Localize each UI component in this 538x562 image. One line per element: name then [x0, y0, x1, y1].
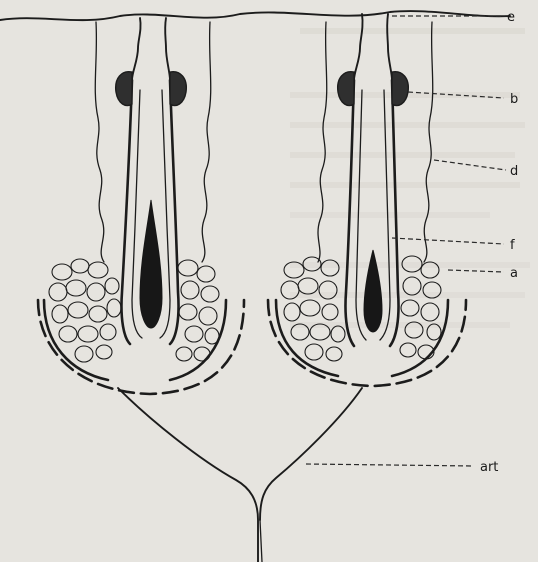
label-d: d	[510, 164, 518, 179]
artery-branches	[118, 388, 362, 562]
label-f: f	[510, 238, 515, 253]
right-follicle	[268, 14, 466, 386]
left-follicle	[38, 18, 244, 394]
right-bulb-cells	[281, 256, 441, 361]
label-e: e	[507, 10, 515, 25]
label-b: b	[510, 92, 518, 107]
label-a: a	[510, 266, 518, 281]
left-bulb-cells	[49, 259, 219, 362]
labels: e b d f a art	[480, 10, 518, 475]
label-art: art	[480, 460, 498, 475]
